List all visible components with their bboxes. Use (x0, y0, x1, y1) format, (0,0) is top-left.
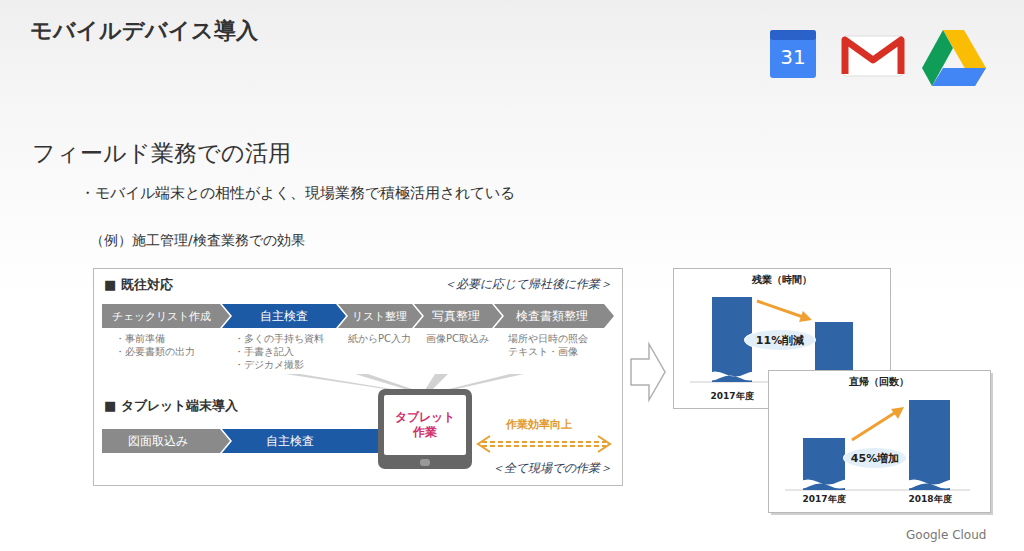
gmail-icon (843, 36, 903, 76)
step-notes: ・多くの手持ち資料・手書き記入・デジカメ撮影 (234, 332, 324, 371)
step-label: 自主検査 (260, 308, 308, 325)
note-text: ＜全て現場での作業＞ (492, 460, 612, 477)
calendar-icon (770, 30, 816, 78)
chart-node: 直帰（回数） 45%増加 (768, 370, 990, 512)
section-heading: フィールド業務での活用 (32, 138, 291, 169)
step-notes: 紙からPC入力 (348, 332, 411, 345)
chev-node: 写真整理画像PC取込み (414, 304, 502, 328)
calendar-date: 31 (770, 45, 816, 69)
direct-return-chart (769, 371, 994, 516)
effect-label: 作業効率向上 (506, 417, 572, 432)
step-note: ・必要書類の出力 (115, 345, 195, 358)
chevron-label-box: 自主検査 (222, 304, 346, 328)
panel-ground (93, 268, 623, 486)
chart-title: 直帰（回数） (768, 375, 990, 389)
panel-node: ■ 既往対応 ＜必要に応じて帰社後に作業＞ ■ タブレット端末導入 ＜全て現場での作業… (93, 268, 623, 486)
chev-node: チェックリスト作成・事前準備・必要書類の出力 (102, 304, 230, 328)
step-label: 検査書類整理 (516, 308, 588, 325)
tablet-screen: タブレット 作業 (384, 395, 466, 455)
chev-node: 図面取込み (102, 429, 230, 453)
year-label: 2017年度 (794, 493, 854, 506)
tablet-label: タブレット 作業 (392, 410, 458, 440)
oval-node: 45%増加 (843, 447, 907, 469)
step-label: チェックリスト作成 (112, 309, 211, 324)
year-label: 2017年度 (702, 390, 762, 403)
step-note: ・デジカメ撮影 (234, 358, 324, 371)
step-note: ・手書き記入 (234, 345, 324, 358)
step-note: ・多くの手持ち資料 (234, 332, 324, 345)
oval-node: 11%削減 (744, 329, 816, 351)
step-label: リスト整理 (352, 309, 407, 324)
step-notes: 画像PC取込み (426, 332, 496, 345)
step-note: ・事前準備 (115, 332, 195, 345)
step-label: 図面取込み (128, 433, 188, 450)
brand-mark: Google Cloud (906, 528, 986, 542)
tablet-rays (285, 374, 524, 390)
chevron-label-box: チェックリスト作成 (102, 304, 230, 328)
section-heading: ■ 既往対応 (104, 276, 173, 294)
chart-title: 残業（時間） (673, 273, 890, 287)
note-text: ＜必要に応じて帰社後に作業＞ (444, 276, 612, 293)
step-label: 写真整理 (432, 308, 480, 325)
year-label: 2018年度 (900, 493, 960, 506)
block-arrow (631, 344, 665, 400)
change-label: 11%削減 (756, 333, 804, 348)
chev-node: リスト整理紙からPC入力 (338, 304, 422, 328)
chevron-label-box: 検査書類整理 (494, 304, 614, 328)
tablet-button (420, 459, 430, 466)
step-notes: 場所や日時の照会 テキスト・画像 (508, 332, 594, 358)
slide-title: モバイルデバイス導入 (30, 16, 258, 46)
chevron-label-box: 写真整理 (414, 304, 502, 328)
chev-node: 検査書類整理場所や日時の照会 テキスト・画像 (494, 304, 614, 328)
change-label: 45%増加 (851, 451, 899, 466)
step-note: 場所や日時の照会 テキスト・画像 (508, 332, 594, 358)
drive-icon (922, 30, 986, 86)
chevron-label-box: リスト整理 (338, 304, 422, 328)
chev-node: 自主検査・多くの手持ち資料・手書き記入・デジカメ撮影 (222, 304, 346, 328)
chevron-label-box: 図面取込み (102, 429, 230, 453)
step-note: 紙からPC入力 (348, 332, 411, 345)
efficiency-arrow (478, 436, 610, 452)
bullet-text: ・モバイル端末との相性がよく、現場業務で積極活用されている (80, 184, 515, 203)
example-caption: （例）施工管理/検査業務での効果 (90, 232, 305, 250)
step-notes: ・事前準備・必要書類の出力 (115, 332, 195, 358)
step-note: 画像PC取込み (426, 332, 496, 345)
section-heading: ■ タブレット端末導入 (104, 397, 238, 415)
tablet-node: タブレット 作業 (378, 389, 472, 469)
calendar-band (770, 30, 816, 40)
step-label: 自主検査 (266, 433, 314, 450)
